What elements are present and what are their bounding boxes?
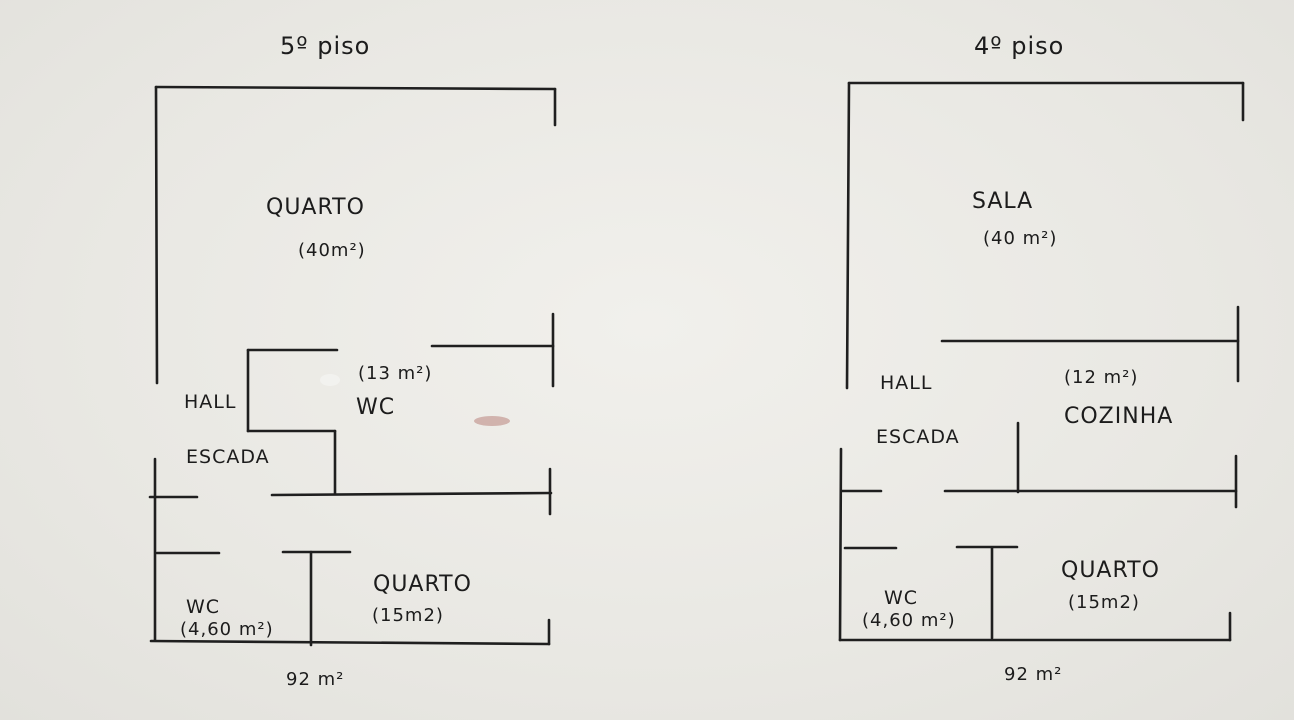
room-label-quarto-small: QUARTO xyxy=(373,572,472,597)
floor-title-5th: 5º piso xyxy=(280,32,370,60)
paper-mark xyxy=(474,416,510,426)
wall xyxy=(838,447,843,642)
wall xyxy=(270,491,553,497)
room-area-cozinha: (12 m²) xyxy=(1064,367,1138,388)
room-area-quarto-small: (15m2) xyxy=(1068,592,1140,613)
wall xyxy=(154,85,159,385)
room-area-wc: (13 m²) xyxy=(358,363,432,384)
room-label-escada: ESCADA xyxy=(186,446,270,468)
room-area-quarto: (40m²) xyxy=(298,240,366,261)
wall xyxy=(149,639,551,646)
room-label-wc: WC xyxy=(356,395,395,420)
wall xyxy=(154,85,557,91)
floor-total-area: 92 m² xyxy=(1004,664,1062,685)
floor-title-4th: 4º piso xyxy=(974,32,1064,60)
room-label-quarto: QUARTO xyxy=(266,195,365,220)
room-label-cozinha: COZINHA xyxy=(1064,404,1173,429)
room-area-wc-small: (4,60 m²) xyxy=(862,610,956,631)
room-label-wc-small: WC xyxy=(884,587,918,609)
room-label-escada: ESCADA xyxy=(876,426,960,448)
room-label-sala: SALA xyxy=(972,189,1033,214)
room-area-quarto-small: (15m2) xyxy=(372,605,444,626)
room-area-sala: (40 m²) xyxy=(983,228,1057,249)
floor-total-area: 92 m² xyxy=(286,669,344,690)
paper-crease xyxy=(320,374,340,386)
floor-plan-4th: 4º piso SALA (40 m²) HALL (12 m²) COZINH… xyxy=(838,32,1245,685)
room-label-hall: HALL xyxy=(880,372,932,394)
room-label-wc-small: WC xyxy=(186,596,220,618)
room-area-wc-small: (4,60 m²) xyxy=(180,619,274,640)
room-label-quarto-small: QUARTO xyxy=(1061,558,1160,583)
wall xyxy=(845,81,851,390)
room-label-hall: HALL xyxy=(184,391,236,413)
floor-plan-5th: 5º piso QUARTO (40m²) (13 m²) WC HALL ES… xyxy=(148,32,557,690)
